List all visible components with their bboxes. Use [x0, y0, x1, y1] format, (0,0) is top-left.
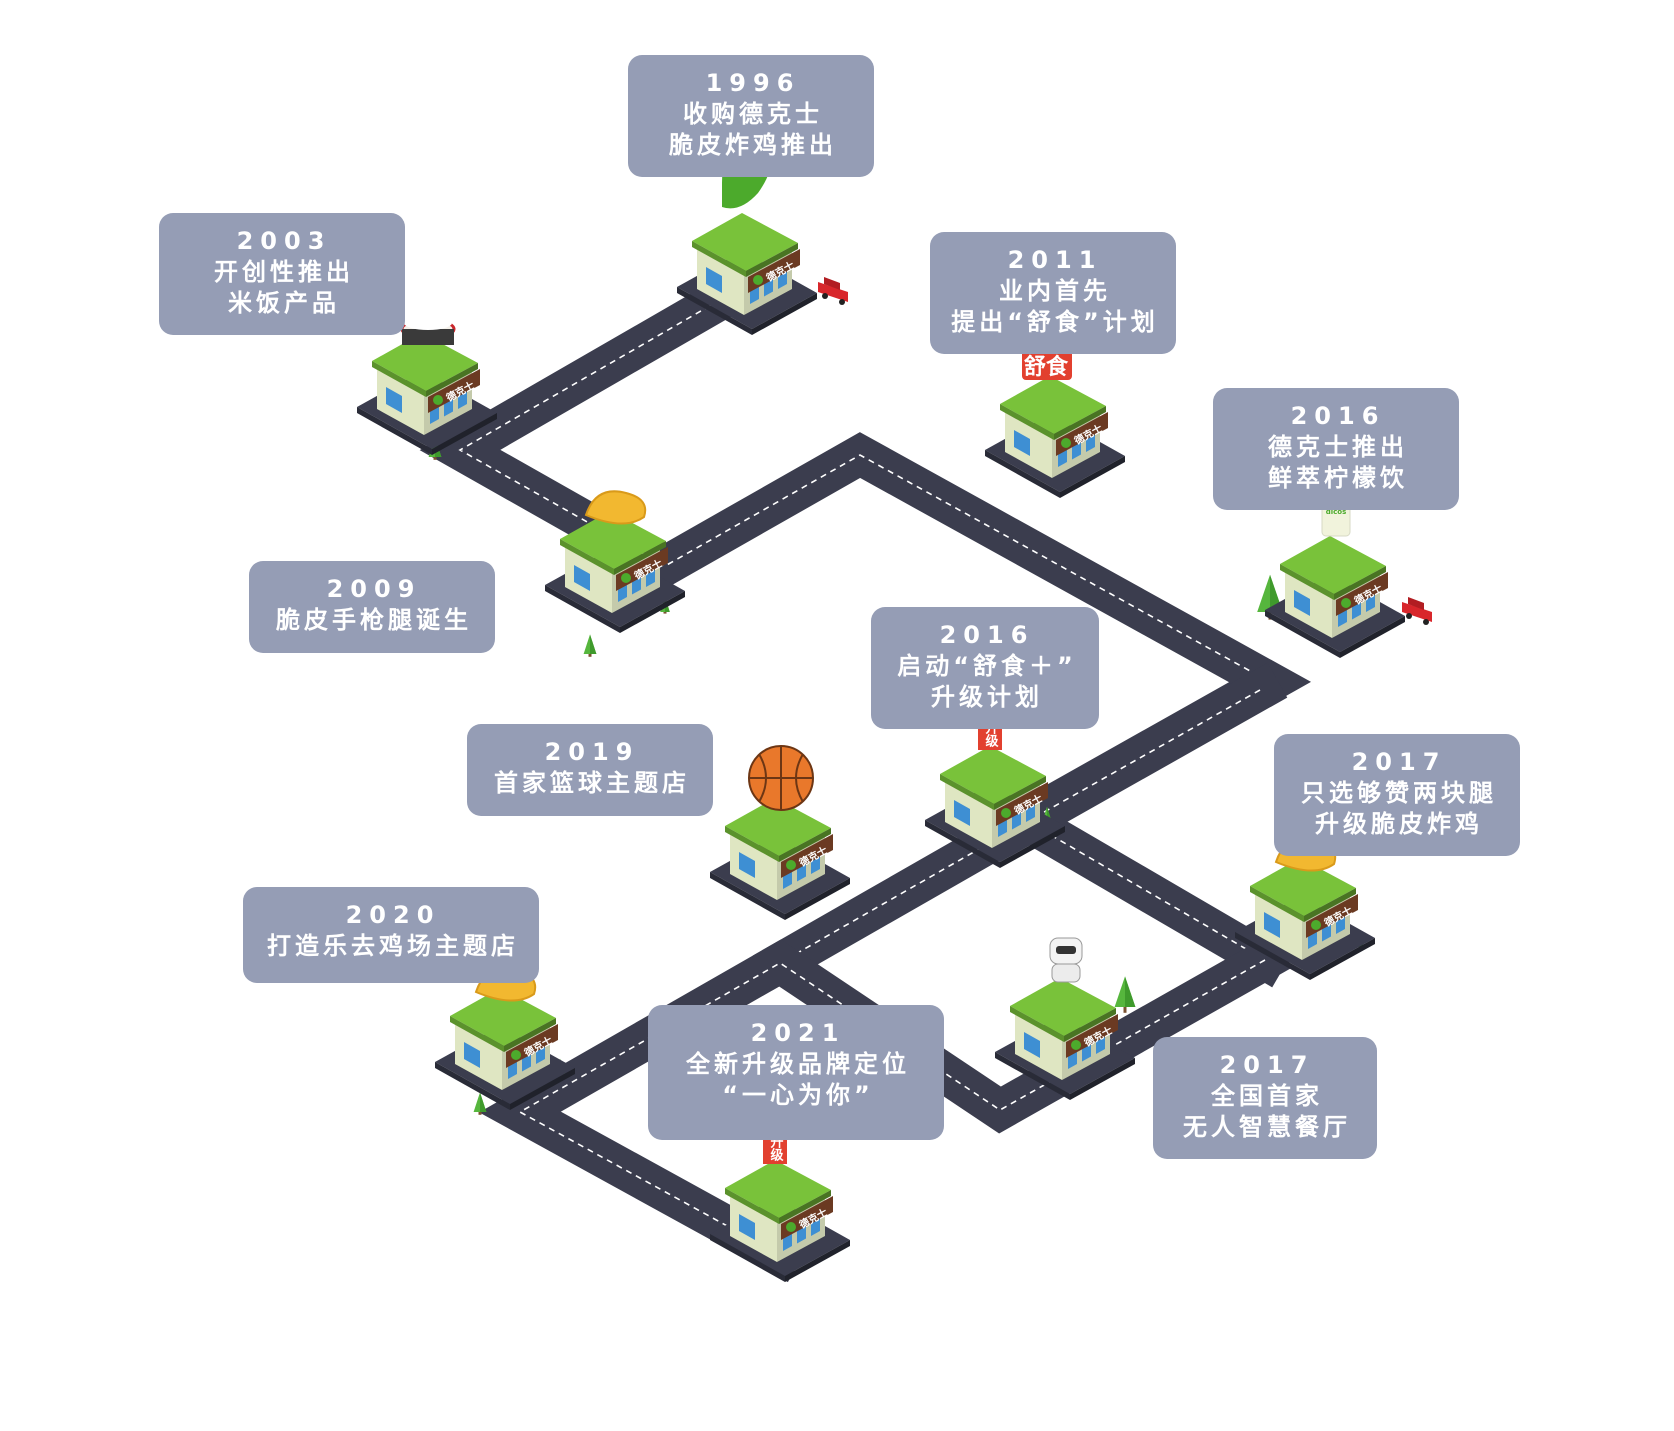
milestone-card-2003: 2003 开创性推出 米饭产品 — [159, 213, 405, 335]
milestone-text: 脆皮手枪腿诞生 — [276, 606, 472, 634]
milestone-year: 2019 — [544, 738, 640, 766]
milestone-year: 2011 — [1007, 246, 1103, 274]
store-roof — [372, 333, 478, 391]
store-window — [739, 852, 755, 878]
store-roof — [450, 988, 556, 1046]
store-roof — [692, 213, 798, 271]
milestone-year: 2003 — [236, 227, 332, 255]
store-building: 德克士 — [545, 490, 685, 633]
store-building: 德克士 — [1235, 837, 1375, 980]
dicos-logo-icon — [786, 860, 796, 870]
upgrade-sign-text: 升级 — [768, 1134, 784, 1162]
store-roof — [1010, 978, 1116, 1036]
car-icon — [818, 277, 848, 305]
milestone-card-2019: 2019 首家篮球主题店 — [467, 724, 713, 816]
milestone-year: 2020 — [345, 901, 441, 929]
milestone-text: 打造乐去鸡场主题店 — [267, 932, 519, 960]
milestone-card-2017-unmanned: 2017 全国首家 无人智慧餐厅 — [1153, 1037, 1377, 1159]
store-window — [386, 387, 402, 413]
dicos-logo-icon — [511, 1050, 521, 1060]
store-roof — [1000, 376, 1106, 434]
milestone-year: 2021 — [750, 1019, 846, 1047]
milestone-card-1996: 1996 收购德克士 脆皮炸鸡推出 — [628, 55, 874, 177]
road-segment — [419, 272, 1312, 988]
store-roof — [940, 746, 1046, 804]
fried-chicken-icon — [584, 490, 647, 525]
store-building: 德克士 — [995, 937, 1135, 1100]
dicos-logo-icon — [621, 573, 631, 583]
milestone-text: 全新升级品牌定位 — [686, 1050, 910, 1078]
milestone-text: 升级脆皮炸鸡 — [1315, 810, 1483, 838]
milestone-year: 2016 — [1290, 402, 1386, 430]
dicos-logo-icon — [753, 275, 763, 285]
store-window — [1264, 912, 1280, 938]
tree-icon — [473, 1092, 487, 1115]
milestone-card-2016-lemon: 2016 德克士推出 鲜萃柠檬饮 — [1213, 388, 1459, 510]
dicos-logo-icon — [433, 395, 443, 405]
milestone-text: 米饭产品 — [228, 289, 340, 317]
milestone-card-2016-upgrade: 2016 启动“舒食＋” 升级计划 — [871, 607, 1099, 729]
store-roof — [1250, 858, 1356, 916]
milestone-card-2020: 2020 打造乐去鸡场主题店 — [243, 887, 539, 983]
store-roof — [725, 1160, 831, 1218]
milestone-year: 2016 — [939, 621, 1035, 649]
milestone-card-2009: 2009 脆皮手枪腿诞生 — [249, 561, 495, 653]
milestone-text: 收购德克士 — [683, 100, 823, 128]
store-window — [739, 1214, 755, 1240]
store-buildings: 德克士德克士德克士舒食德克士德克士dicos德克士升级德克士德克士德克士德克士德… — [357, 127, 1432, 1282]
dicos-logo-icon — [1341, 598, 1351, 608]
tree-icon — [1114, 976, 1136, 1013]
milestone-text: 启动“舒食＋” — [897, 652, 1077, 680]
store-window — [464, 1042, 480, 1068]
milestone-year: 2009 — [326, 575, 422, 603]
store-building: 德克士 — [710, 745, 850, 920]
store-window — [1294, 590, 1310, 616]
store-roof — [1280, 536, 1386, 594]
milestone-text: 无人智慧餐厅 — [1183, 1113, 1351, 1141]
dicos-logo-icon — [1311, 920, 1321, 930]
shushi-sign-text: 舒食 — [1024, 354, 1069, 380]
milestone-text: 只选够赞两块腿 — [1301, 779, 1497, 807]
milestone-text: 德克士推出 — [1268, 433, 1408, 461]
milestone-text: 脆皮炸鸡推出 — [669, 131, 837, 159]
dicos-logo-icon — [1061, 438, 1071, 448]
dicos-logo-icon — [1071, 1040, 1081, 1050]
store-window — [706, 267, 722, 293]
milestone-card-2017-chicken: 2017 只选够赞两块腿 升级脆皮炸鸡 — [1274, 734, 1520, 856]
car-icon — [1402, 597, 1432, 625]
milestone-text: 开创性推出 — [214, 258, 354, 286]
store-window — [574, 565, 590, 591]
milestone-card-2011: 2011 业内首先 提出“舒食”计划 — [930, 232, 1176, 354]
tree-icon — [583, 634, 597, 657]
milestone-year: 2017 — [1351, 748, 1447, 776]
store-roof — [560, 511, 666, 569]
milestone-text: “一心为你” — [722, 1081, 874, 1109]
milestone-text: 鲜萃柠檬饮 — [1268, 464, 1408, 492]
store-building: 德克士 — [357, 316, 497, 455]
milestone-card-2021: 2021 全新升级品牌定位 “一心为你” — [648, 1005, 944, 1140]
milestone-year: 1996 — [705, 69, 801, 97]
milestone-year: 2017 — [1219, 1051, 1315, 1079]
store-window — [1024, 1032, 1040, 1058]
dicos-logo-icon — [786, 1222, 796, 1232]
milestone-text: 全国首家 — [1211, 1082, 1323, 1110]
store-roof — [725, 798, 831, 856]
milestone-text: 提出“舒食”计划 — [951, 308, 1159, 336]
milestone-text: 首家篮球主题店 — [494, 769, 690, 797]
cup-brand-text: dicos — [1326, 508, 1347, 516]
milestone-text: 业内首先 — [999, 277, 1111, 305]
store-window — [954, 800, 970, 826]
store-window — [1014, 430, 1030, 456]
milestone-text: 升级计划 — [931, 683, 1043, 711]
dicos-logo-icon — [1001, 808, 1011, 818]
